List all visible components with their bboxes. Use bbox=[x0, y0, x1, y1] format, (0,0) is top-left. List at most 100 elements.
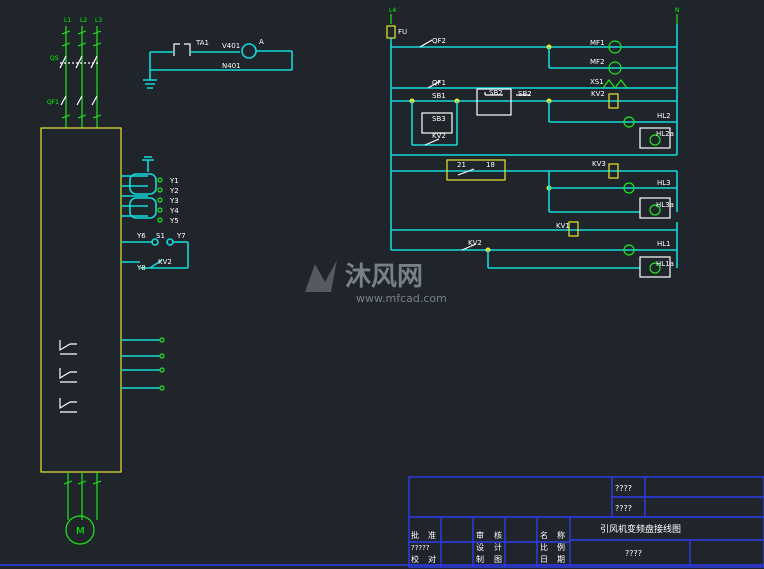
aux-output-lines bbox=[121, 337, 165, 391]
motor-symbol[interactable] bbox=[65, 515, 95, 545]
y1-label: Y1 bbox=[169, 177, 179, 185]
kv1-label: KV1 bbox=[556, 222, 570, 230]
tb-he: 核 bbox=[494, 530, 502, 540]
tb-tu: 图 bbox=[494, 555, 502, 564]
lamp-hl2a[interactable] bbox=[649, 134, 661, 146]
t21-label: 21 bbox=[457, 161, 466, 169]
sb2-label: SB2 bbox=[489, 89, 503, 97]
tb-ji: 计 bbox=[494, 542, 502, 552]
xs1-label: XS1 bbox=[590, 78, 604, 86]
hl2-label: HL2 bbox=[657, 112, 671, 120]
tb-bi: 比 bbox=[540, 542, 548, 552]
kv2-lamp-label: KV2 bbox=[468, 239, 482, 247]
fan-mf2-symbol[interactable] bbox=[608, 61, 622, 75]
power-section: L1 L2 L3 QS QF1 bbox=[40, 17, 189, 545]
n401-label: N401 bbox=[222, 62, 241, 70]
mf2-label: MF2 bbox=[590, 58, 605, 66]
sb4-label: SB2 bbox=[518, 90, 532, 98]
tb-q2: ???? bbox=[615, 504, 632, 513]
ta1-label: TA1 bbox=[195, 39, 209, 47]
kv2-left-label: KV2 bbox=[158, 258, 172, 266]
terminal-l3-label: L3 bbox=[95, 17, 102, 24]
kv3-coil[interactable] bbox=[608, 163, 619, 179]
tb-dui: 对 bbox=[428, 554, 436, 564]
tb-li: 例 bbox=[557, 542, 565, 552]
tb-ming: 名 bbox=[540, 530, 548, 540]
ammeter-a-label: A bbox=[259, 38, 264, 46]
y5-label: Y5 bbox=[169, 217, 179, 225]
ammeter-symbol[interactable] bbox=[241, 43, 257, 59]
hl1-label: HL1 bbox=[657, 240, 671, 248]
control-circuit: L4 N FU QF2 MF1 MF2 QF1 XS1 SB1 bbox=[386, 7, 680, 278]
tb-zhun: 准 bbox=[428, 530, 436, 540]
tb-q-name: ????? bbox=[411, 544, 430, 552]
sb3-box[interactable] bbox=[421, 112, 453, 134]
l4-label: L4 bbox=[389, 7, 396, 14]
qf1-power-label: QF1 bbox=[47, 99, 59, 106]
kv3-label: KV3 bbox=[592, 160, 606, 168]
hl3-label: HL3 bbox=[657, 179, 671, 187]
v401-label: V401 bbox=[222, 42, 240, 50]
sb1-label: SB1 bbox=[432, 92, 446, 100]
tb-q3: ???? bbox=[625, 549, 642, 558]
hl3a-label: HL3a bbox=[656, 201, 674, 209]
y3-label: Y3 bbox=[169, 197, 179, 205]
start-switch-loop bbox=[121, 238, 189, 269]
tb-qi: 期 bbox=[557, 555, 565, 564]
y2-label: Y2 bbox=[169, 187, 179, 195]
tb-ri: 日 bbox=[540, 555, 548, 564]
sb3-label: SB3 bbox=[432, 115, 446, 123]
n-label: N bbox=[675, 7, 680, 14]
tb-shen: 审 bbox=[476, 530, 484, 540]
watermark-brand: 沐风网 bbox=[345, 262, 423, 292]
kv2-hold-label: KV2 bbox=[432, 132, 446, 140]
tb-cheng: 称 bbox=[557, 530, 565, 540]
terminal-l2-label: L2 bbox=[80, 17, 87, 24]
kv1-coil[interactable] bbox=[568, 221, 579, 237]
mf1-label: MF1 bbox=[590, 39, 605, 47]
fuse-symbol[interactable] bbox=[386, 25, 396, 39]
lamp-hl1a[interactable] bbox=[649, 262, 661, 274]
qf1-ctrl-label: QF1 bbox=[432, 79, 446, 87]
qf1-breaker-symbol bbox=[60, 95, 102, 119]
y-terminal-group bbox=[121, 156, 163, 223]
kv2-coil-label: KV2 bbox=[591, 90, 605, 98]
qf2-label: QF2 bbox=[432, 37, 446, 45]
watermark: 沐风网 www.mfcad.com bbox=[305, 260, 447, 305]
y4-label: Y4 bbox=[169, 207, 179, 215]
lamp-hl2[interactable] bbox=[623, 116, 635, 128]
motor-label: M bbox=[76, 526, 85, 537]
tb-pi: 批 bbox=[411, 530, 419, 540]
vfd-relay-contacts bbox=[59, 340, 77, 413]
hl2a-label: HL2a bbox=[656, 130, 674, 138]
title-block: ???? ???? 引风机变频盘接线图 ???? 批 准 审 核 名 称 ???… bbox=[0, 476, 764, 568]
drawing-title: 引风机变频盘接线图 bbox=[600, 523, 681, 535]
sb-box[interactable] bbox=[476, 88, 512, 116]
fu-label: FU bbox=[398, 28, 407, 36]
s1-label: S1 bbox=[156, 232, 165, 240]
y7-label: Y7 bbox=[176, 232, 186, 240]
qs-label: QS bbox=[50, 55, 59, 62]
y8-label: Y8 bbox=[136, 264, 146, 272]
hl1a-label: HL1a bbox=[656, 260, 674, 268]
watermark-url: www.mfcad.com bbox=[356, 292, 447, 305]
ammeter-circuit: TA1 V401 A N401 bbox=[143, 38, 293, 89]
y6-label: Y6 bbox=[136, 232, 146, 240]
fan-mf1-symbol[interactable] bbox=[608, 40, 622, 54]
lamp-hl3[interactable] bbox=[623, 182, 635, 194]
tb-q1: ???? bbox=[615, 484, 632, 493]
lamp-hl1[interactable] bbox=[623, 244, 635, 256]
tb-she: 设 bbox=[476, 542, 484, 552]
qs-switch-symbol bbox=[59, 55, 99, 69]
watermark-logo-icon bbox=[305, 260, 337, 292]
tb-zhi: 制 bbox=[476, 554, 484, 564]
terminal-l1-label: L1 bbox=[64, 17, 71, 24]
y-terminal-dots bbox=[157, 177, 163, 223]
vfd-enclosure[interactable] bbox=[40, 127, 122, 473]
kv2-coil[interactable] bbox=[608, 93, 619, 109]
lamp-hl3a[interactable] bbox=[649, 204, 661, 216]
t18-label: 18 bbox=[486, 161, 495, 169]
interlock-box[interactable] bbox=[446, 159, 506, 181]
